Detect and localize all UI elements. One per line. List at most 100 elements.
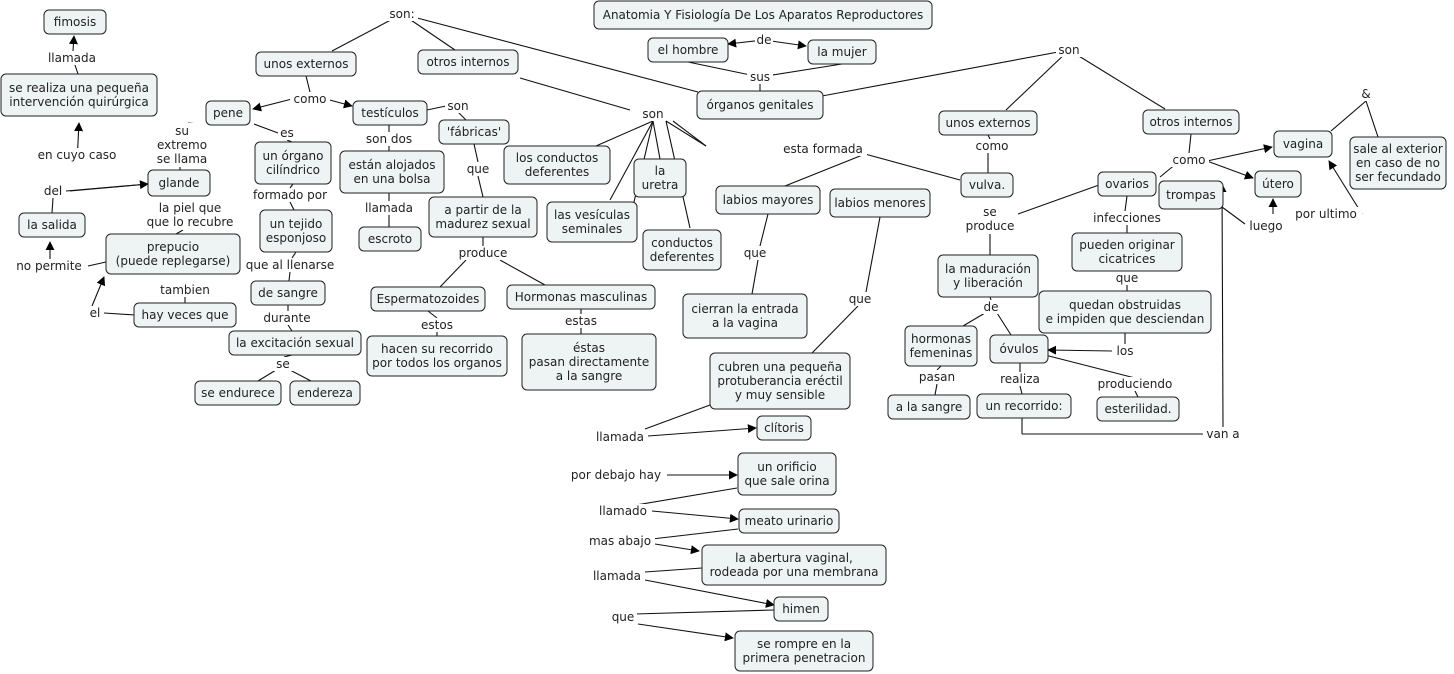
concept-ext-f[interactable]: unos externos: [938, 110, 1038, 136]
concept-fimosis[interactable]: fimosis: [43, 9, 107, 35]
concept-int-f[interactable]: otros internos: [1142, 109, 1240, 135]
concept-box[interactable]: [1096, 396, 1180, 422]
concept-trompas[interactable]: trompas: [1158, 180, 1224, 210]
concept-box[interactable]: [428, 196, 538, 238]
concept-mujer[interactable]: la mujer: [807, 39, 877, 65]
concept-box[interactable]: [546, 201, 638, 243]
concept-box[interactable]: [194, 380, 282, 406]
concept-box[interactable]: [228, 330, 362, 356]
concept-labios-may[interactable]: labios mayores: [715, 185, 821, 215]
concept-salida[interactable]: la salida: [18, 212, 86, 238]
concept-vulva[interactable]: vulva.: [960, 172, 1014, 198]
concept-box[interactable]: [521, 333, 657, 391]
concept-box[interactable]: [289, 380, 361, 406]
concept-int-m[interactable]: otros internos: [417, 49, 519, 75]
concept-box[interactable]: [773, 596, 829, 622]
concept-box[interactable]: [989, 334, 1049, 364]
concept-box[interactable]: [701, 544, 887, 586]
concept-box[interactable]: [147, 169, 211, 197]
concept-hombre[interactable]: el hombre: [647, 37, 729, 63]
concept-box[interactable]: [1273, 130, 1333, 158]
concept-fabricas[interactable]: 'fábricas': [438, 119, 510, 145]
concept-box[interactable]: [259, 209, 333, 253]
concept-endereza[interactable]: endereza: [289, 380, 361, 406]
concept-box[interactable]: [976, 393, 1072, 419]
concept-box[interactable]: [250, 280, 326, 306]
concept-box[interactable]: [352, 100, 428, 126]
concept-box[interactable]: [506, 284, 656, 310]
concept-box[interactable]: [370, 286, 486, 312]
concept-ovulos[interactable]: óvulos: [989, 334, 1049, 364]
concept-meato[interactable]: meato urinario: [738, 508, 840, 534]
concept-box[interactable]: [43, 9, 107, 35]
concept-box[interactable]: [254, 141, 332, 185]
concept-prepucio[interactable]: prepucio(puede replegarse): [105, 233, 241, 275]
concept-vagina[interactable]: vagina: [1273, 130, 1333, 158]
concept-box[interactable]: [339, 150, 445, 194]
concept-ext-m[interactable]: unos externos: [255, 51, 357, 77]
concept-box[interactable]: [633, 158, 687, 198]
concept-de-sangre[interactable]: de sangre: [250, 280, 326, 306]
concept-box[interactable]: [255, 51, 357, 77]
concept-glande[interactable]: glande: [147, 169, 211, 197]
concept-box[interactable]: [887, 394, 971, 420]
concept-utero[interactable]: útero: [1254, 170, 1302, 198]
concept-box[interactable]: [642, 229, 722, 271]
concept-box[interactable]: [1097, 171, 1157, 197]
concept-un-recorrido[interactable]: un recorrido:: [976, 393, 1072, 419]
concept-a-sangre[interactable]: a la sangre: [887, 394, 971, 420]
concept-box[interactable]: [682, 293, 808, 339]
concept-abertura[interactable]: la abertura vaginal,rodeada por una memb…: [701, 544, 887, 586]
concept-box[interactable]: [1254, 170, 1302, 198]
concept-pene[interactable]: pene: [205, 100, 251, 126]
concept-title[interactable]: Anatomia Y Fisiología De Los Aparatos Re…: [593, 0, 933, 30]
concept-esperma[interactable]: Espermatozoides: [370, 286, 486, 312]
concept-endurece[interactable]: se endurece: [194, 380, 282, 406]
concept-organos[interactable]: órganos genitales: [696, 90, 824, 120]
concept-box[interactable]: [937, 254, 1039, 298]
concept-testiculos[interactable]: testículos: [352, 100, 428, 126]
concept-box[interactable]: [1071, 232, 1183, 272]
concept-box[interactable]: [696, 90, 824, 120]
concept-box[interactable]: [205, 100, 251, 126]
concept-box[interactable]: [829, 188, 931, 218]
concept-box[interactable]: [1158, 180, 1224, 210]
concept-box[interactable]: [737, 452, 837, 496]
concept-himen[interactable]: himen: [773, 596, 829, 622]
concept-box[interactable]: [0, 73, 158, 117]
concept-box[interactable]: [417, 49, 519, 75]
concept-hay-veces[interactable]: hay veces que: [133, 302, 237, 328]
concept-box[interactable]: [1349, 136, 1447, 190]
concept-escroto[interactable]: escroto: [358, 226, 422, 252]
concept-box[interactable]: [756, 415, 812, 441]
concept-box[interactable]: [715, 185, 821, 215]
concept-esterilidad[interactable]: esterilidad.: [1096, 396, 1180, 422]
concept-box[interactable]: [1038, 290, 1212, 334]
concept-box[interactable]: [1142, 109, 1240, 135]
concept-box[interactable]: [366, 335, 508, 377]
concept-excitacion[interactable]: la excitación sexual: [228, 330, 362, 356]
concept-box[interactable]: [904, 325, 978, 367]
concept-box[interactable]: [734, 630, 874, 672]
concept-box[interactable]: [358, 226, 422, 252]
concept-box[interactable]: [709, 352, 851, 410]
concept-box[interactable]: [738, 508, 840, 534]
concept-box[interactable]: [960, 172, 1014, 198]
concept-box[interactable]: [438, 119, 510, 145]
